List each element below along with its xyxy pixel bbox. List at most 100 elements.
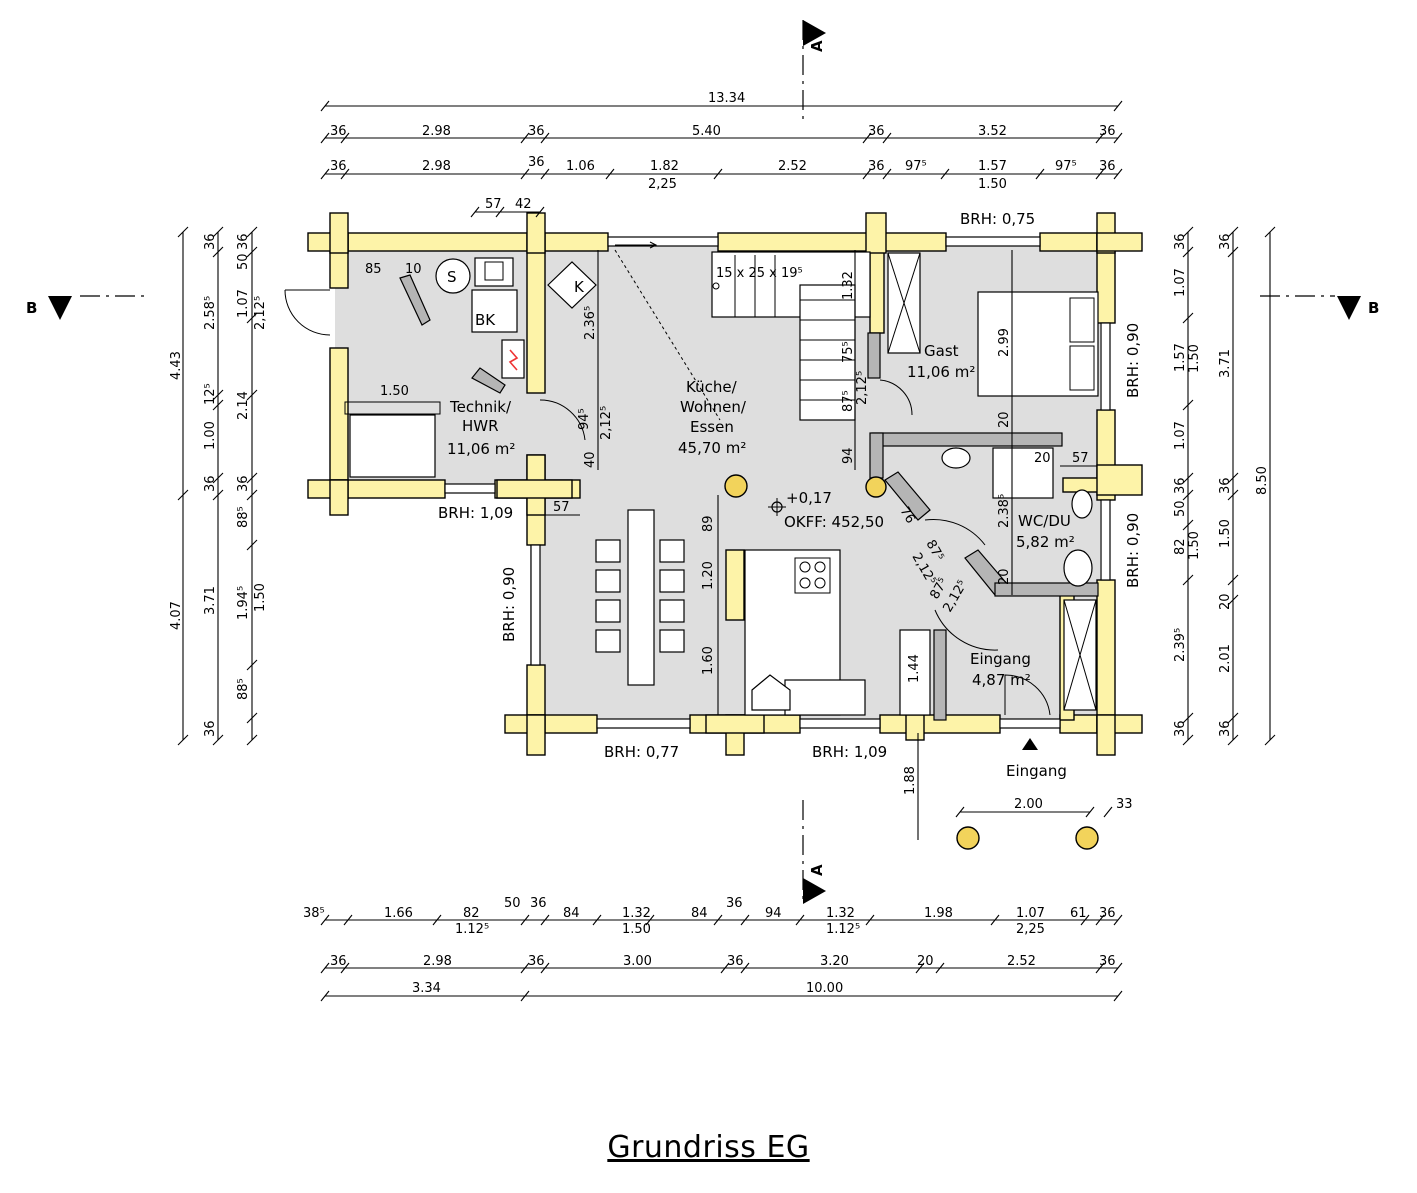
- dim-right-inner: 2.39⁵: [1173, 628, 1188, 662]
- brh-top: BRH: 0,75: [960, 210, 1035, 228]
- dim-interior: 57: [553, 500, 570, 515]
- section-a-top-label: A: [808, 40, 826, 52]
- dimension-tick: [1182, 472, 1194, 484]
- dimension-tick: [212, 489, 224, 501]
- room-eingang-name: Eingang: [970, 650, 1031, 668]
- dim-left-inner: 36: [203, 475, 218, 492]
- dimension-tick: [177, 734, 189, 746]
- dimension-tick: [212, 399, 224, 411]
- dimension-tick: [246, 472, 258, 484]
- dim-top-total: 13.34: [708, 91, 745, 106]
- dim-top-r3: 2.98: [422, 159, 451, 174]
- dim-top-r2: 5.40: [692, 124, 721, 139]
- dim-interior: 1.20: [701, 561, 716, 590]
- dim-bottom-r3: 3.34: [412, 981, 441, 996]
- section-marks: [48, 20, 1361, 904]
- dim-right-inner: 1.07: [1173, 268, 1188, 297]
- dimension-tick: [882, 132, 892, 144]
- door-swings: [284, 241, 1051, 716]
- dim-top-r3: 1.06: [566, 159, 595, 174]
- dimension-ticks: [177, 100, 1276, 1002]
- room-wc-area: 5,82 m²: [1016, 533, 1075, 551]
- dimension-tick: [1264, 226, 1276, 238]
- dimension-tick: [1080, 914, 1090, 926]
- dim-bottom-r2: 36: [528, 954, 545, 969]
- dim-interior: 10: [405, 262, 422, 277]
- dim-top-r3: 36: [330, 159, 347, 174]
- dim-top-r2: 36: [528, 124, 545, 139]
- dim-interior: 1.32: [841, 271, 856, 300]
- dimension-tick: [1095, 132, 1105, 144]
- dim-top-r3: 36: [1099, 159, 1116, 174]
- dim-interior: 2.36⁵: [583, 306, 598, 340]
- columns: [724, 474, 1099, 850]
- dimension-tick: [1113, 962, 1123, 974]
- dimension-tick: [955, 806, 965, 818]
- dim-bottom-r1: 1.98: [924, 906, 953, 921]
- dim-top-small: 42: [515, 197, 532, 212]
- dimension-tick: [212, 734, 224, 746]
- dim-bottom-r1: 36: [726, 896, 743, 911]
- dim-bottom-r1: 1.32: [826, 906, 855, 921]
- dim-right-mid: 1.50: [1218, 519, 1233, 548]
- inner-walls: [399, 274, 1099, 721]
- dim-left-outer: 4.43: [169, 351, 184, 380]
- dim-interior: 1.88: [903, 766, 918, 795]
- corner-posts: [307, 212, 1143, 756]
- dim-top-r2: 36: [330, 124, 347, 139]
- dimension-tick: [520, 990, 530, 1002]
- dimension-tick: [540, 132, 550, 144]
- dimension-tick: [915, 962, 925, 974]
- dim-interior: 40: [583, 451, 598, 468]
- dim-right-mid: 3.71: [1218, 349, 1233, 378]
- dim-top-r3: 97⁵: [1055, 159, 1077, 174]
- dim-bottom-r2: 3.20: [820, 954, 849, 969]
- dimension-tick: [1182, 246, 1194, 258]
- dim-right-mid: 36: [1218, 233, 1233, 250]
- dim-left-mid: 3.71: [203, 586, 218, 615]
- drawing-title: Grundriss EG: [607, 1130, 810, 1165]
- dimension-tick: [1227, 226, 1239, 238]
- level-okff: OKFF: 452,50: [784, 513, 884, 531]
- dimension-tick: [212, 246, 224, 258]
- dim-left-innermost: 36: [236, 233, 251, 250]
- dimension-tick: [535, 206, 545, 218]
- dimension-tick: [713, 914, 723, 926]
- fixture-bk: BK: [475, 311, 496, 329]
- dim-top-r2: 36: [868, 124, 885, 139]
- dim-interior: 20: [1034, 451, 1051, 466]
- dim-bottom-r1: 1.07: [1016, 906, 1045, 921]
- dimension-tick: [1182, 734, 1194, 746]
- dimension-tick: [177, 489, 189, 501]
- dim-right-mid: 36: [1218, 477, 1233, 494]
- section-b-left-label: B: [26, 299, 37, 317]
- dimension-tick: [340, 962, 350, 974]
- dimension-lines: [182, 105, 1271, 997]
- dimension-tick: [740, 914, 750, 926]
- dim-bottom-r1: 1.32: [622, 906, 651, 921]
- room-gast-name: Gast: [924, 342, 959, 360]
- dim-interior: 57: [1072, 451, 1089, 466]
- dim-interior: 94: [841, 447, 856, 464]
- dim-left-mid: 2.58⁵: [203, 296, 218, 330]
- brh-bottom-2: BRH: 1,09: [812, 743, 887, 761]
- dim-left-inner: 50: [236, 253, 251, 270]
- windows: [444, 236, 1111, 729]
- dimension-tick: [320, 168, 330, 180]
- room-eingang-area: 4,87 m²: [972, 671, 1031, 689]
- dim-top-r3-sub: 1.50: [978, 177, 1007, 192]
- dim-interior: 89: [701, 515, 716, 532]
- room-technik-area: 11,06 m²: [447, 440, 515, 458]
- dim-interior: 94⁵: [577, 408, 592, 430]
- dim-interior: 2,12⁵: [599, 406, 614, 440]
- dim-interior: 2.38⁵: [997, 494, 1012, 528]
- dim-top-r2: 2.98: [422, 124, 451, 139]
- entrance-arrow-icon: [1022, 738, 1038, 750]
- dim-interior: 85: [365, 262, 382, 277]
- dim-interior: 2,12⁵: [855, 371, 870, 405]
- room-kueche-name3: Essen: [690, 418, 734, 436]
- dim-bottom-r2: 3.00: [623, 954, 652, 969]
- dim-left-inner: 88⁵: [236, 678, 251, 700]
- dim-top-r3: 97⁵: [905, 159, 927, 174]
- dim-interior: 20: [997, 568, 1012, 585]
